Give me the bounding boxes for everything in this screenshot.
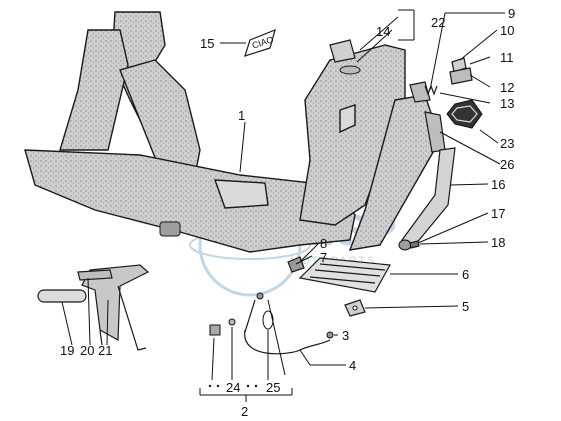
callout-labels: 1 2 3 4 5 6 7 8 9 10 11 12 13 14 15 16 1… xyxy=(60,6,515,419)
center-stand-part-21 xyxy=(81,264,150,351)
callout-2: 2 xyxy=(241,404,248,419)
ciao-sticker: CIAO xyxy=(244,28,276,57)
nut-part-8 xyxy=(287,256,305,273)
callout-21: 21 xyxy=(98,343,112,358)
callout-20: 20 xyxy=(80,343,94,358)
rubber-part-20 xyxy=(77,269,113,281)
callout-16: 16 xyxy=(491,177,505,192)
callout-17: 17 xyxy=(491,206,505,221)
callout-24: 24 xyxy=(226,380,240,395)
callout-22: 22 xyxy=(431,15,445,30)
callout-11: 11 xyxy=(500,50,514,65)
clip-part-10 xyxy=(451,57,467,73)
callout-10: 10 xyxy=(500,23,514,38)
callout-15: 15 xyxy=(200,36,214,51)
callout-13: 13 xyxy=(500,96,514,111)
small-parts-24-25 xyxy=(209,292,274,336)
callout-1: 1 xyxy=(238,108,245,123)
callout-4: 4 xyxy=(349,358,356,373)
callout-14: 14 xyxy=(376,24,390,39)
callout-5: 5 xyxy=(462,299,469,314)
callout-3: 3 xyxy=(342,328,349,343)
washer-part-17-18 xyxy=(398,239,420,251)
callout-6: 6 xyxy=(462,267,469,282)
callout-26: 26 xyxy=(500,157,514,172)
callout-12: 12 xyxy=(500,80,514,95)
callout-19: 19 xyxy=(60,343,74,358)
bar-part-19 xyxy=(37,289,87,303)
bracket-part-5 xyxy=(344,299,366,317)
scooter-frame xyxy=(24,11,441,253)
spring-part-9 xyxy=(409,81,438,103)
callout-8: 8 xyxy=(320,236,327,251)
floor-mat-part-6 xyxy=(298,257,391,293)
badge-part-23 xyxy=(446,99,483,129)
cap-part-14 xyxy=(329,39,361,75)
callout-9: 9 xyxy=(508,6,515,21)
clip-part-12 xyxy=(449,67,473,85)
screw-part-3 xyxy=(326,331,334,339)
callout-7: 7 xyxy=(320,250,327,265)
callout-18: 18 xyxy=(491,235,505,250)
bracket-dots xyxy=(208,384,258,388)
callout-25: 25 xyxy=(266,380,280,395)
callout-23: 23 xyxy=(500,136,514,151)
leader-lines xyxy=(61,9,505,402)
cable-part-4 xyxy=(244,299,331,355)
